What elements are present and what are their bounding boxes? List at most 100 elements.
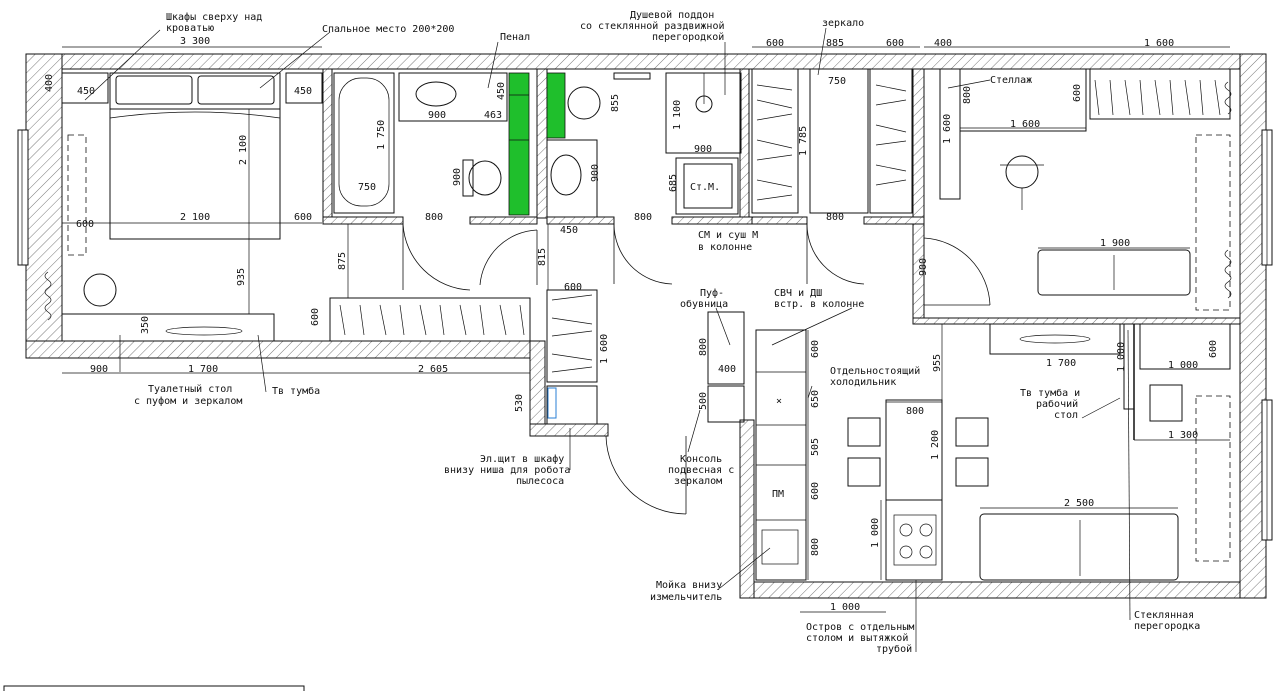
- bedroom: [61, 72, 323, 342]
- dim: 900: [452, 168, 463, 186]
- label-penal: Пенал: [500, 32, 530, 43]
- label-microwave-2: встр. в колонне: [774, 299, 864, 310]
- label-wardrobes-above-bed-1: Шкафы сверху над: [166, 11, 262, 23]
- dim: 650: [810, 390, 821, 408]
- dim: 600: [886, 38, 904, 49]
- label-island-2: столом и вытяжкой: [806, 632, 908, 644]
- dim: 1 600: [1144, 38, 1174, 49]
- dim: 685: [668, 174, 679, 192]
- dim: 600: [1072, 84, 1083, 102]
- dim: 1 900: [1100, 238, 1130, 249]
- label-pm: ПМ: [772, 489, 784, 500]
- dim: 505: [810, 438, 821, 456]
- dim: 900: [90, 364, 108, 375]
- dim: 600: [810, 482, 821, 500]
- dimension-lines: [62, 46, 1230, 613]
- dim: 955: [932, 354, 943, 372]
- dim: 875: [337, 252, 348, 270]
- label-tv-desk-1: Тв тумба и: [1020, 387, 1080, 399]
- dim: 900: [590, 164, 601, 182]
- label-bed: Спальное место 200*200: [322, 24, 454, 35]
- dim: 450: [496, 82, 507, 100]
- dim: 3 300: [180, 36, 210, 47]
- label-panel-3: пылесоса: [516, 476, 564, 487]
- label-glass-partition-2: перегородка: [1134, 621, 1200, 632]
- dim: 800: [826, 212, 844, 223]
- walls: [25, 53, 1267, 599]
- dim: 2 605: [418, 364, 448, 375]
- label-tv-stand: Тв тумба: [272, 385, 320, 397]
- dim: 2 100: [180, 212, 210, 223]
- living-room: [939, 68, 1231, 581]
- dim: 1 750: [376, 120, 387, 150]
- dim: 2 100: [238, 135, 249, 165]
- dim: 400: [44, 74, 55, 92]
- label-console-2: подвесная с: [668, 465, 734, 476]
- dim: 900: [428, 110, 446, 121]
- dim: 1 700: [1046, 358, 1076, 369]
- dim: 1 300: [1168, 430, 1198, 441]
- label-shower-2: со стеклянной раздвижной: [580, 20, 725, 32]
- bed: [109, 108, 281, 240]
- windows: [17, 81, 1273, 541]
- dim: 800: [425, 212, 443, 223]
- label-dressing-table-1: Туалетный стол: [148, 383, 232, 395]
- label-console-1: Консоль: [680, 454, 722, 465]
- label-pouf-1: Пуф-: [700, 287, 724, 299]
- dim: 1 600: [599, 334, 610, 364]
- dim: 800: [962, 86, 973, 104]
- dim: 815: [537, 248, 548, 266]
- leader-lines: [84, 27, 1131, 652]
- dim: 750: [358, 182, 376, 193]
- dim: 900: [694, 144, 712, 155]
- label-shelf: Стеллаж: [990, 75, 1032, 86]
- label-washer-1: СМ и суш М: [698, 230, 758, 241]
- label-dressing-table-2: с пуфом и зеркалом: [134, 395, 242, 407]
- dim: 600: [564, 282, 582, 293]
- dim: 600: [294, 212, 312, 223]
- dim: 600: [766, 38, 784, 49]
- wardrobes: [329, 68, 913, 425]
- label-mirror: зеркало: [822, 18, 864, 29]
- dim: 1 100: [672, 100, 683, 130]
- dimension-text: 3 300 400 450 450 2 100 2 100 600 600 1 …: [44, 36, 1219, 613]
- dim: 500: [698, 392, 709, 410]
- dim: 600: [810, 340, 821, 358]
- dim: 350: [140, 316, 151, 334]
- label-glass-partition-1: Стеклянная: [1134, 610, 1194, 621]
- dim: 1 000: [830, 602, 860, 613]
- label-washer-box: Ст.М.: [690, 182, 720, 193]
- label-fridge-2: холодильник: [830, 377, 896, 388]
- label-sink-2: измельчитель: [650, 592, 722, 603]
- label-sink-1: Мойка внизу: [656, 579, 722, 591]
- dim: 1 700: [188, 364, 218, 375]
- dim: 600: [76, 219, 94, 230]
- dim: 935: [236, 268, 247, 286]
- label-tv-desk-3: стол: [1054, 410, 1078, 421]
- label-wardrobes-above-bed-2: кроватью: [166, 23, 214, 34]
- dim: 1 600: [942, 114, 953, 144]
- bathroom: [333, 72, 742, 218]
- dim: 1 000: [870, 518, 881, 548]
- doors: [402, 223, 991, 515]
- dim: 600: [310, 308, 321, 326]
- dim: 800: [698, 338, 709, 356]
- dim: 1 000: [1116, 342, 1127, 372]
- dim: 750: [828, 76, 846, 87]
- label-panel-2: внизу ниша для робота: [444, 464, 570, 476]
- dim: 600: [1208, 340, 1219, 358]
- dim: 450: [560, 225, 578, 236]
- dim: 1 600: [1010, 119, 1040, 130]
- dim: 1 785: [798, 126, 809, 156]
- dim: 1 000: [1168, 360, 1198, 371]
- label-pouf-2: обувница: [680, 298, 728, 310]
- dim: 450: [294, 86, 312, 97]
- label-shower-1: Душевой поддон: [630, 9, 714, 21]
- dim: 450: [77, 86, 95, 97]
- label-island-1: Остров с отдельным: [806, 622, 914, 633]
- label-fridge-mark: ×: [776, 396, 782, 407]
- dim: 1 200: [930, 430, 941, 460]
- dim: 463: [484, 110, 502, 121]
- dim: 900: [918, 258, 929, 276]
